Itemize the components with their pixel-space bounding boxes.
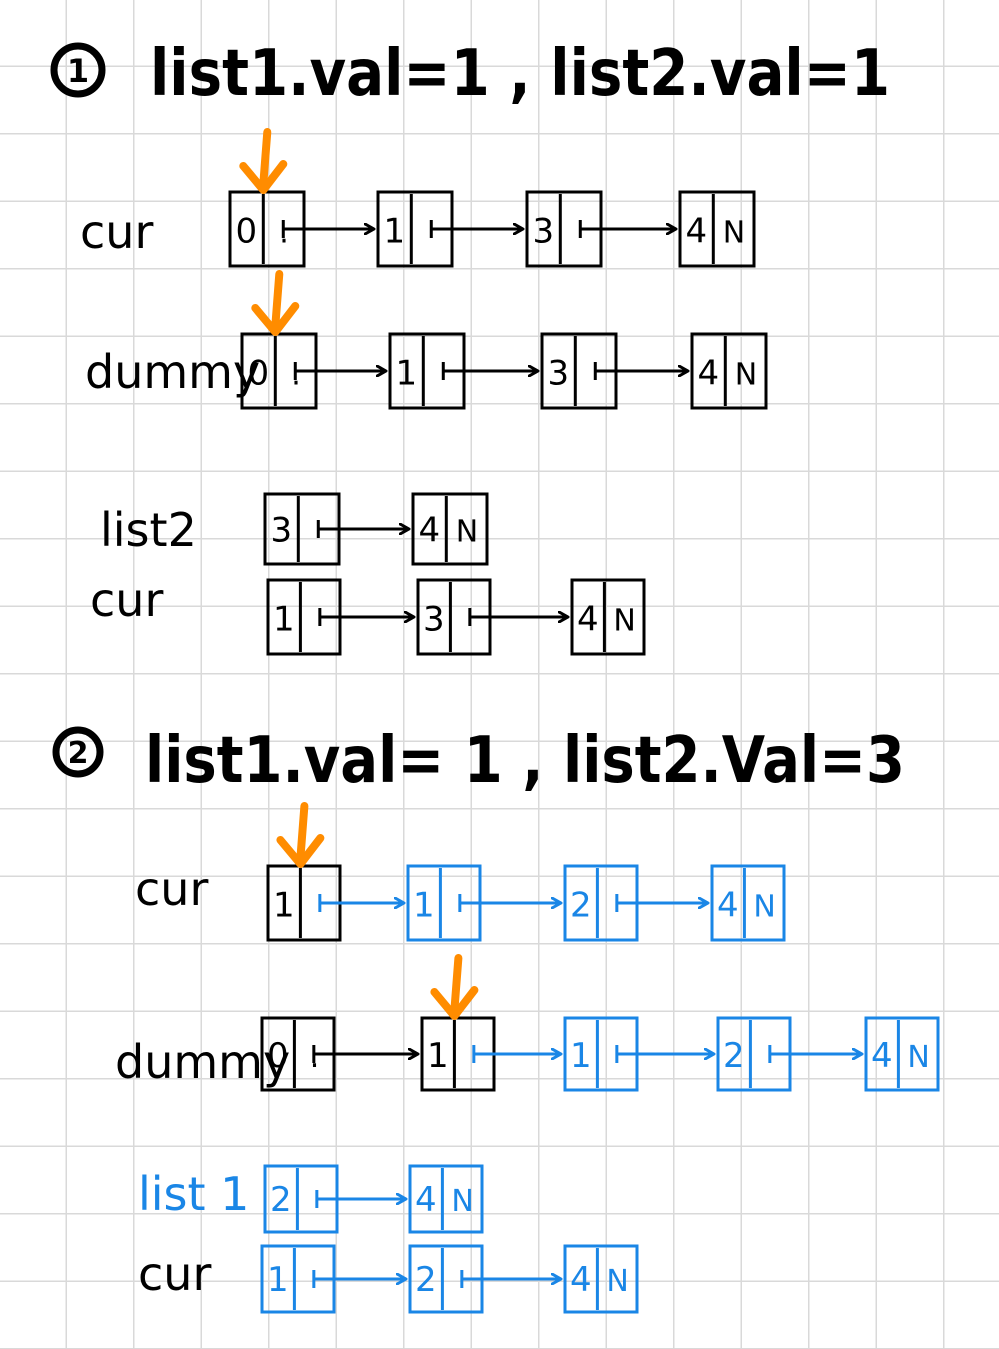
node-value: 0 [235,211,257,251]
row-label: cur [135,862,208,916]
row-label: list2 [100,503,197,557]
step2-heading: 2 list1.val= 1 , list2.Val=3 [52,724,905,798]
node-value: 1 [273,885,295,925]
row-label: dummy [115,1035,290,1089]
node-box [710,864,786,942]
list-node: 1 [266,864,342,942]
list-node: 1 [420,1016,496,1092]
node-next: N [753,889,775,924]
node-value: 4 [415,1180,437,1220]
node-value: 4 [685,211,707,251]
node-box [563,1244,639,1314]
node-value: 4 [577,599,599,639]
node-value: 1 [413,885,435,925]
step1-marker-circle [50,42,106,98]
node-box [408,1164,484,1234]
step1-heading-text: list1.val=1 , list2.val=1 [150,37,890,111]
node-box [411,492,489,566]
node-value: 1 [570,1036,592,1076]
list-node: 1 [376,190,454,268]
node-next: N [456,515,478,550]
node-box [570,578,646,656]
node-box [690,332,768,410]
row-label: cur [80,205,153,259]
node-value: 2 [415,1260,437,1300]
node-value: 1 [273,599,295,639]
node-value: 0 [247,353,269,393]
node-value: 2 [270,1180,292,1220]
node-value: 1 [267,1260,289,1300]
node-value: 3 [270,511,292,551]
row-label: cur [90,573,163,627]
step2-heading-text: list1.val= 1 , list2.Val=3 [145,724,905,798]
node-next: N [451,1184,473,1219]
node-next: N [606,1264,628,1299]
row-label: dummy [85,345,260,399]
node-next: N [723,215,745,250]
row-label: list 1 [138,1167,249,1221]
node-next: N [735,357,757,392]
current-pointer-arrow [251,270,300,336]
node-value: 0 [267,1036,289,1076]
node-next: N [907,1040,929,1075]
node-box [678,190,756,268]
node-value: 1 [383,211,405,251]
node-value: 3 [423,599,445,639]
node-value: 1 [427,1036,449,1076]
row-label: cur [138,1247,211,1301]
current-pointer-arrow [276,802,325,868]
list-node: 1 [563,1016,639,1092]
node-box [864,1016,940,1092]
node-value: 4 [697,353,719,393]
node-value: 3 [532,211,554,251]
step1-heading: 1 list1.val=1 , list2.val=1 [50,37,890,111]
node-value: 1 [395,353,417,393]
node-value: 4 [418,511,440,551]
node-value: 3 [547,353,569,393]
node-value: 4 [871,1036,893,1076]
node-value: 4 [570,1260,592,1300]
node-next: N [613,603,635,638]
node-value: 2 [570,885,592,925]
step1-marker-number: 1 [67,52,89,90]
step2-marker-number: 2 [68,736,89,771]
node-value: 4 [717,885,739,925]
step2-marker-circle [52,726,104,778]
current-pointer-arrow [239,128,288,194]
current-pointer-arrow [430,954,479,1020]
list-node: 2 [263,1164,339,1234]
node-value: 2 [723,1036,745,1076]
